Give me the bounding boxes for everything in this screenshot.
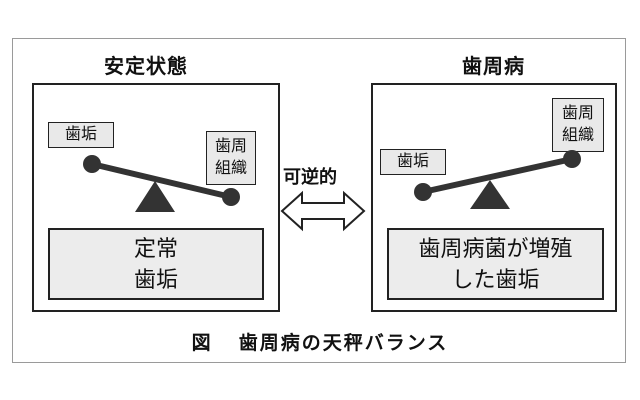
left-beam-end-left	[83, 155, 101, 173]
right-beam	[420, 156, 575, 195]
right-panel-title: 歯周病	[462, 54, 525, 78]
right-beam-end-left	[414, 183, 432, 201]
right-tissue-line2: 組織	[561, 125, 594, 144]
right-periodontal-tissue-tag: 歯周 組織	[552, 98, 604, 152]
right-fulcrum	[470, 180, 510, 209]
left-beam	[89, 161, 234, 200]
right-pathogenic-plaque-box: 歯周病菌が増殖 した歯垢	[387, 228, 604, 300]
right-box-line1: 歯周病菌が増殖	[418, 237, 573, 262]
left-panel: 歯垢 歯周 組織 定常 歯垢	[32, 83, 280, 312]
left-tissue-line1: 歯周	[214, 136, 247, 155]
right-panel: 歯垢 歯周 組織 歯周病菌が増殖 した歯垢	[371, 83, 617, 312]
right-tissue-line1: 歯周	[561, 103, 594, 122]
left-periodontal-tissue-tag: 歯周 組織	[206, 131, 256, 185]
right-balance-scale	[414, 150, 581, 209]
left-balance-scale	[83, 155, 240, 212]
caption-text: 歯周病の天秤バランス	[238, 332, 449, 354]
right-plaque-tag: 歯垢	[380, 149, 446, 175]
figure-caption: 図 歯周病の天秤バランス	[0, 328, 640, 355]
left-box-line2: 歯垢	[133, 268, 178, 293]
right-beam-end-right	[563, 150, 581, 168]
caption-prefix: 図	[191, 332, 213, 354]
right-box-line2: した歯垢	[451, 268, 540, 293]
left-stable-plaque-box: 定常 歯垢	[48, 228, 264, 300]
left-beam-end-right	[222, 188, 240, 206]
left-box-line1: 定常	[133, 237, 178, 262]
double-arrow-icon	[280, 190, 366, 232]
reversible-label: 可逆的	[283, 167, 337, 188]
left-plaque-tag: 歯垢	[48, 122, 114, 148]
left-tissue-line2: 組織	[214, 158, 247, 177]
left-panel-title: 安定状態	[104, 54, 188, 78]
left-fulcrum	[135, 181, 175, 212]
